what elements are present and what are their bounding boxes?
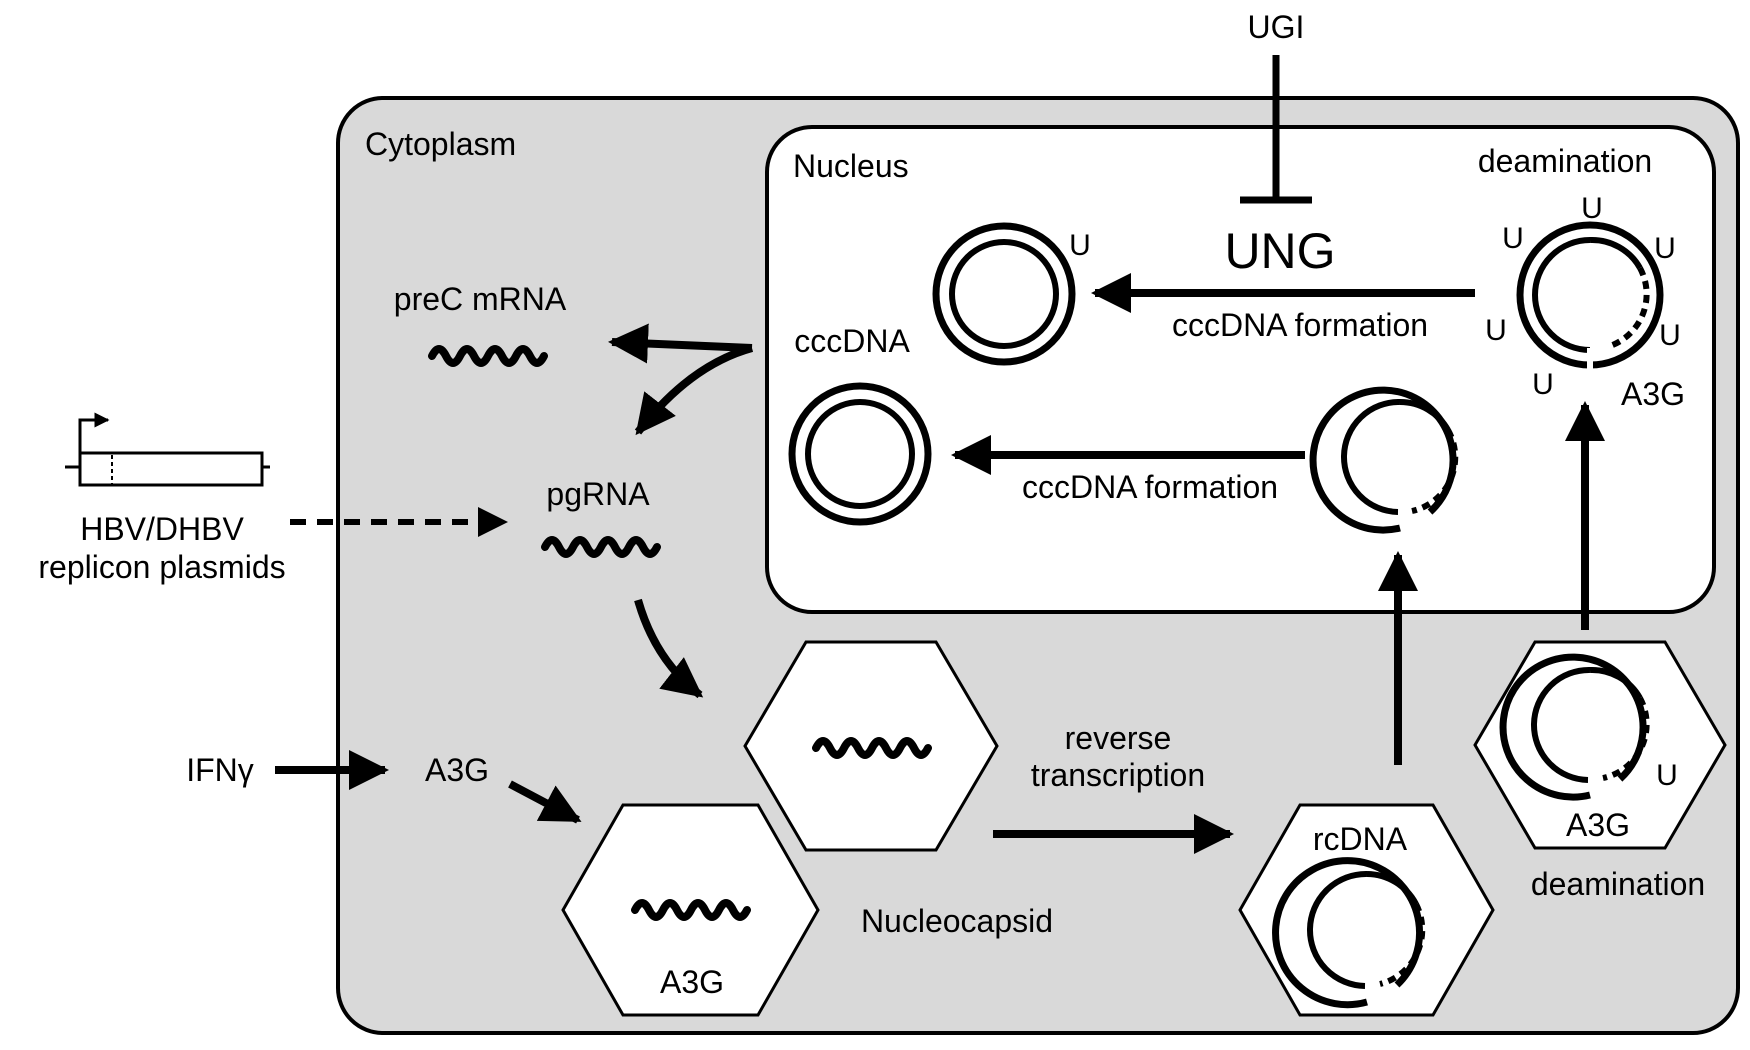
cccdna-circle-top — [932, 222, 1076, 366]
pgrna-label: pgRNA — [546, 476, 650, 512]
rcdna-hexagon — [1238, 803, 1495, 1017]
rcdna-nucleus — [1309, 386, 1459, 534]
plasmid-icon — [65, 412, 270, 487]
cccdna-formation-top-label: cccDNA formation — [1172, 307, 1428, 343]
rcdna-label: rcDNA — [1313, 821, 1408, 857]
uracil-mark: U — [1069, 229, 1091, 262]
cccdna-circle-bottom — [788, 382, 932, 526]
ung-label: UNG — [1224, 223, 1335, 279]
prec-mrna-wave — [428, 345, 548, 367]
deaminated-capsid-dna — [1499, 653, 1650, 801]
nucleocapsid-label: Nucleocapsid — [861, 903, 1053, 939]
cccdna-to-pgrna-arrow — [634, 344, 754, 436]
a3g-to-capsid-arrow — [508, 780, 582, 824]
uracil-mark: U — [1654, 232, 1676, 265]
cccdna-formation-bottom-label: cccDNA formation — [1022, 469, 1278, 505]
uracil-mark: U — [1656, 759, 1678, 792]
deamination-top-label: deamination — [1478, 143, 1652, 179]
uracil-mark: U — [1581, 192, 1603, 225]
rcdna-capsid-dna — [1272, 857, 1426, 1009]
prec-mrna-label: preC mRNA — [394, 281, 567, 317]
cccdna-label: cccDNA — [794, 323, 910, 359]
uracil-mark: U — [1485, 314, 1507, 347]
deaminated-capsid-hexagon — [1473, 640, 1727, 850]
uracil-mark: U — [1659, 319, 1681, 352]
ugi-label: UGI — [1248, 9, 1305, 45]
ifn-gamma-label: IFNγ — [186, 752, 254, 788]
cytoplasm-label: Cytoplasm — [365, 126, 516, 162]
deaminated-dna-nucleus — [1516, 221, 1664, 372]
plasmid-label-line2: replicon plasmids — [38, 549, 285, 585]
uracil-mark: U — [1532, 368, 1554, 401]
plasmid-label-line1: HBV/DHBV — [80, 511, 244, 547]
nucleus-label: Nucleus — [793, 148, 909, 184]
pgrna-to-capsid-arrow — [634, 598, 704, 699]
capsid-pgrna-wave — [812, 737, 932, 759]
transcription-label: transcription — [1031, 757, 1205, 793]
a3g-deam-capsid-label: A3G — [1566, 807, 1630, 843]
cccdna-to-prec-arrow — [608, 323, 753, 364]
reverse-label: reverse — [1065, 720, 1172, 756]
a3g-free-label: A3G — [425, 752, 489, 788]
uracil-mark: U — [1502, 222, 1524, 255]
a3g-capsid-label: A3G — [660, 964, 724, 1000]
pgrna-wave — [541, 536, 661, 558]
capsid-a3g-wave — [631, 899, 751, 921]
deamination-bottom-label: deamination — [1531, 866, 1705, 902]
a3g-nucleus-label: A3G — [1621, 376, 1685, 412]
nucleus-compartment — [765, 125, 1716, 614]
